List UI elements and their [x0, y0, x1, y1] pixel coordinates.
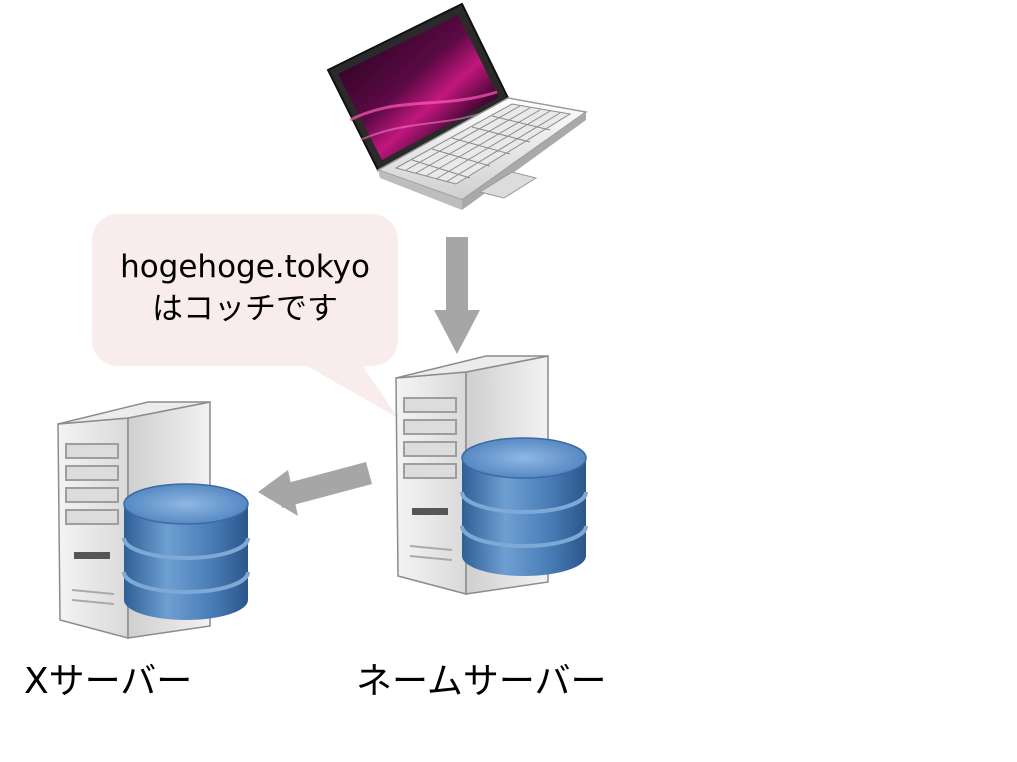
server-database-icon — [57, 401, 250, 639]
speech-bubble — [92, 214, 398, 418]
arrow-down-icon — [434, 237, 480, 354]
x-server-label: Xサーバー — [24, 661, 193, 702]
server-database-icon — [395, 355, 588, 595]
bubble-line-domain: hogehoge.tokyo — [120, 249, 370, 285]
bubble-line-message: はコッチです — [152, 291, 338, 327]
name-server-label: ネームサーバー — [356, 661, 607, 702]
speech-bubble-text: hogehoge.tokyo はコッチです — [92, 246, 398, 330]
arrow-left-icon — [258, 462, 372, 516]
laptop-icon — [326, 2, 588, 210]
